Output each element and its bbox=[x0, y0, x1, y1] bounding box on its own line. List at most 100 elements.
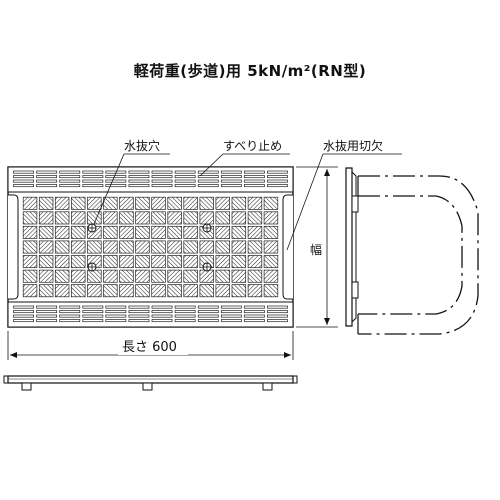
anti-slip-cell bbox=[135, 255, 150, 269]
anti-slip-cell bbox=[103, 269, 118, 283]
anti-slip-cell bbox=[119, 269, 134, 283]
slot bbox=[105, 179, 127, 183]
slot bbox=[13, 170, 34, 174]
anti-slip-cell bbox=[87, 240, 102, 254]
slot bbox=[59, 314, 81, 318]
anti-slip-cell bbox=[231, 225, 247, 239]
slot bbox=[59, 184, 81, 188]
slot bbox=[151, 170, 173, 174]
slot bbox=[128, 179, 150, 183]
anti-slip-cell bbox=[71, 225, 86, 239]
anti-slip-cell bbox=[167, 269, 182, 283]
slot bbox=[197, 310, 219, 314]
drain-holes bbox=[87, 223, 212, 272]
anti-slip-cell bbox=[38, 240, 54, 254]
anti-slip-cell bbox=[263, 269, 279, 283]
slot bbox=[59, 305, 81, 309]
slot bbox=[267, 179, 288, 183]
anti-slip-cell bbox=[103, 240, 118, 254]
slot bbox=[13, 305, 34, 309]
anti-slip-cell bbox=[119, 211, 134, 225]
slot bbox=[267, 170, 288, 174]
anti-slip-cell bbox=[199, 196, 214, 210]
anti-slip-cell bbox=[54, 255, 70, 269]
anti-slip-cell bbox=[215, 269, 230, 283]
anti-slip-cell bbox=[215, 284, 230, 298]
slot bbox=[174, 305, 196, 309]
anti-slip-cell bbox=[231, 240, 247, 254]
slot bbox=[267, 319, 288, 323]
anti-slip-cell bbox=[71, 240, 86, 254]
anti-slip-cell bbox=[167, 211, 182, 225]
anti-slip-cell bbox=[87, 269, 102, 283]
slot bbox=[267, 175, 288, 179]
channel-outline-inner bbox=[358, 195, 463, 315]
slot bbox=[243, 310, 265, 314]
slot bbox=[151, 184, 173, 188]
anti-slip-cell bbox=[247, 240, 263, 254]
drain-hole-label: 水抜穴 bbox=[124, 138, 160, 153]
slot bbox=[151, 179, 173, 183]
end-lug bbox=[351, 281, 359, 299]
anti-slip-cell bbox=[22, 240, 38, 254]
support-foot bbox=[21, 382, 32, 391]
slot bbox=[243, 319, 265, 323]
anti-slip-cell bbox=[263, 284, 279, 298]
anti-slip-cell bbox=[215, 196, 230, 210]
slot bbox=[243, 175, 265, 179]
anti-slip-cell bbox=[119, 196, 134, 210]
anti-slip-cell bbox=[103, 255, 118, 269]
slot bbox=[59, 319, 81, 323]
anti-slip-cell bbox=[263, 225, 279, 239]
length-label: 長さ 600 bbox=[122, 340, 177, 355]
anti-slip-cell bbox=[231, 255, 247, 269]
slot bbox=[220, 175, 242, 179]
anti-slip-cell bbox=[22, 284, 38, 298]
slot bbox=[128, 310, 150, 314]
anti-slip-cell bbox=[199, 240, 214, 254]
length-dimension: 長さ 600 bbox=[7, 331, 294, 360]
anti-slip-cell bbox=[215, 255, 230, 269]
slot bbox=[151, 175, 173, 179]
slot bbox=[105, 319, 127, 323]
slot bbox=[243, 184, 265, 188]
anti-slip-cell bbox=[247, 269, 263, 283]
slot bbox=[151, 310, 173, 314]
anti-slip-cell bbox=[38, 269, 54, 283]
anti-slip-cell bbox=[71, 269, 86, 283]
anti-slip-cell bbox=[183, 284, 198, 298]
slot bbox=[13, 319, 34, 323]
anti-slip-cell bbox=[263, 255, 279, 269]
anti-slip-cell bbox=[38, 211, 54, 225]
slot bbox=[220, 310, 242, 314]
slot bbox=[267, 305, 288, 309]
slot bbox=[243, 305, 265, 309]
anti-slip-cell bbox=[22, 269, 38, 283]
anti-slip-cell bbox=[247, 284, 263, 298]
slot bbox=[243, 170, 265, 174]
anti-slip-cell bbox=[103, 196, 118, 210]
anti-slip-grid bbox=[22, 196, 279, 298]
anti-slip-cell bbox=[71, 284, 86, 298]
anti-slip-cell bbox=[263, 211, 279, 225]
anti-slip-cell bbox=[231, 196, 247, 210]
anti-slip-cell bbox=[151, 284, 166, 298]
anti-slip-cell bbox=[183, 211, 198, 225]
anti-slip-cell bbox=[38, 284, 54, 298]
slot bbox=[267, 314, 288, 318]
anti-slip-cell bbox=[263, 196, 279, 210]
slot bbox=[82, 310, 104, 314]
anti-slip-cell bbox=[54, 211, 70, 225]
anti-slip-cell bbox=[231, 211, 247, 225]
slot bbox=[59, 310, 81, 314]
slot bbox=[128, 305, 150, 309]
anti-slip-cell bbox=[215, 225, 230, 239]
channel-outline-outer bbox=[358, 175, 479, 335]
anti-slip-cell bbox=[71, 211, 86, 225]
anti-slip-cell bbox=[54, 269, 70, 283]
anti-slip-cell bbox=[119, 225, 134, 239]
slot bbox=[128, 184, 150, 188]
slot bbox=[105, 310, 127, 314]
anti-slip-cell bbox=[199, 269, 214, 283]
